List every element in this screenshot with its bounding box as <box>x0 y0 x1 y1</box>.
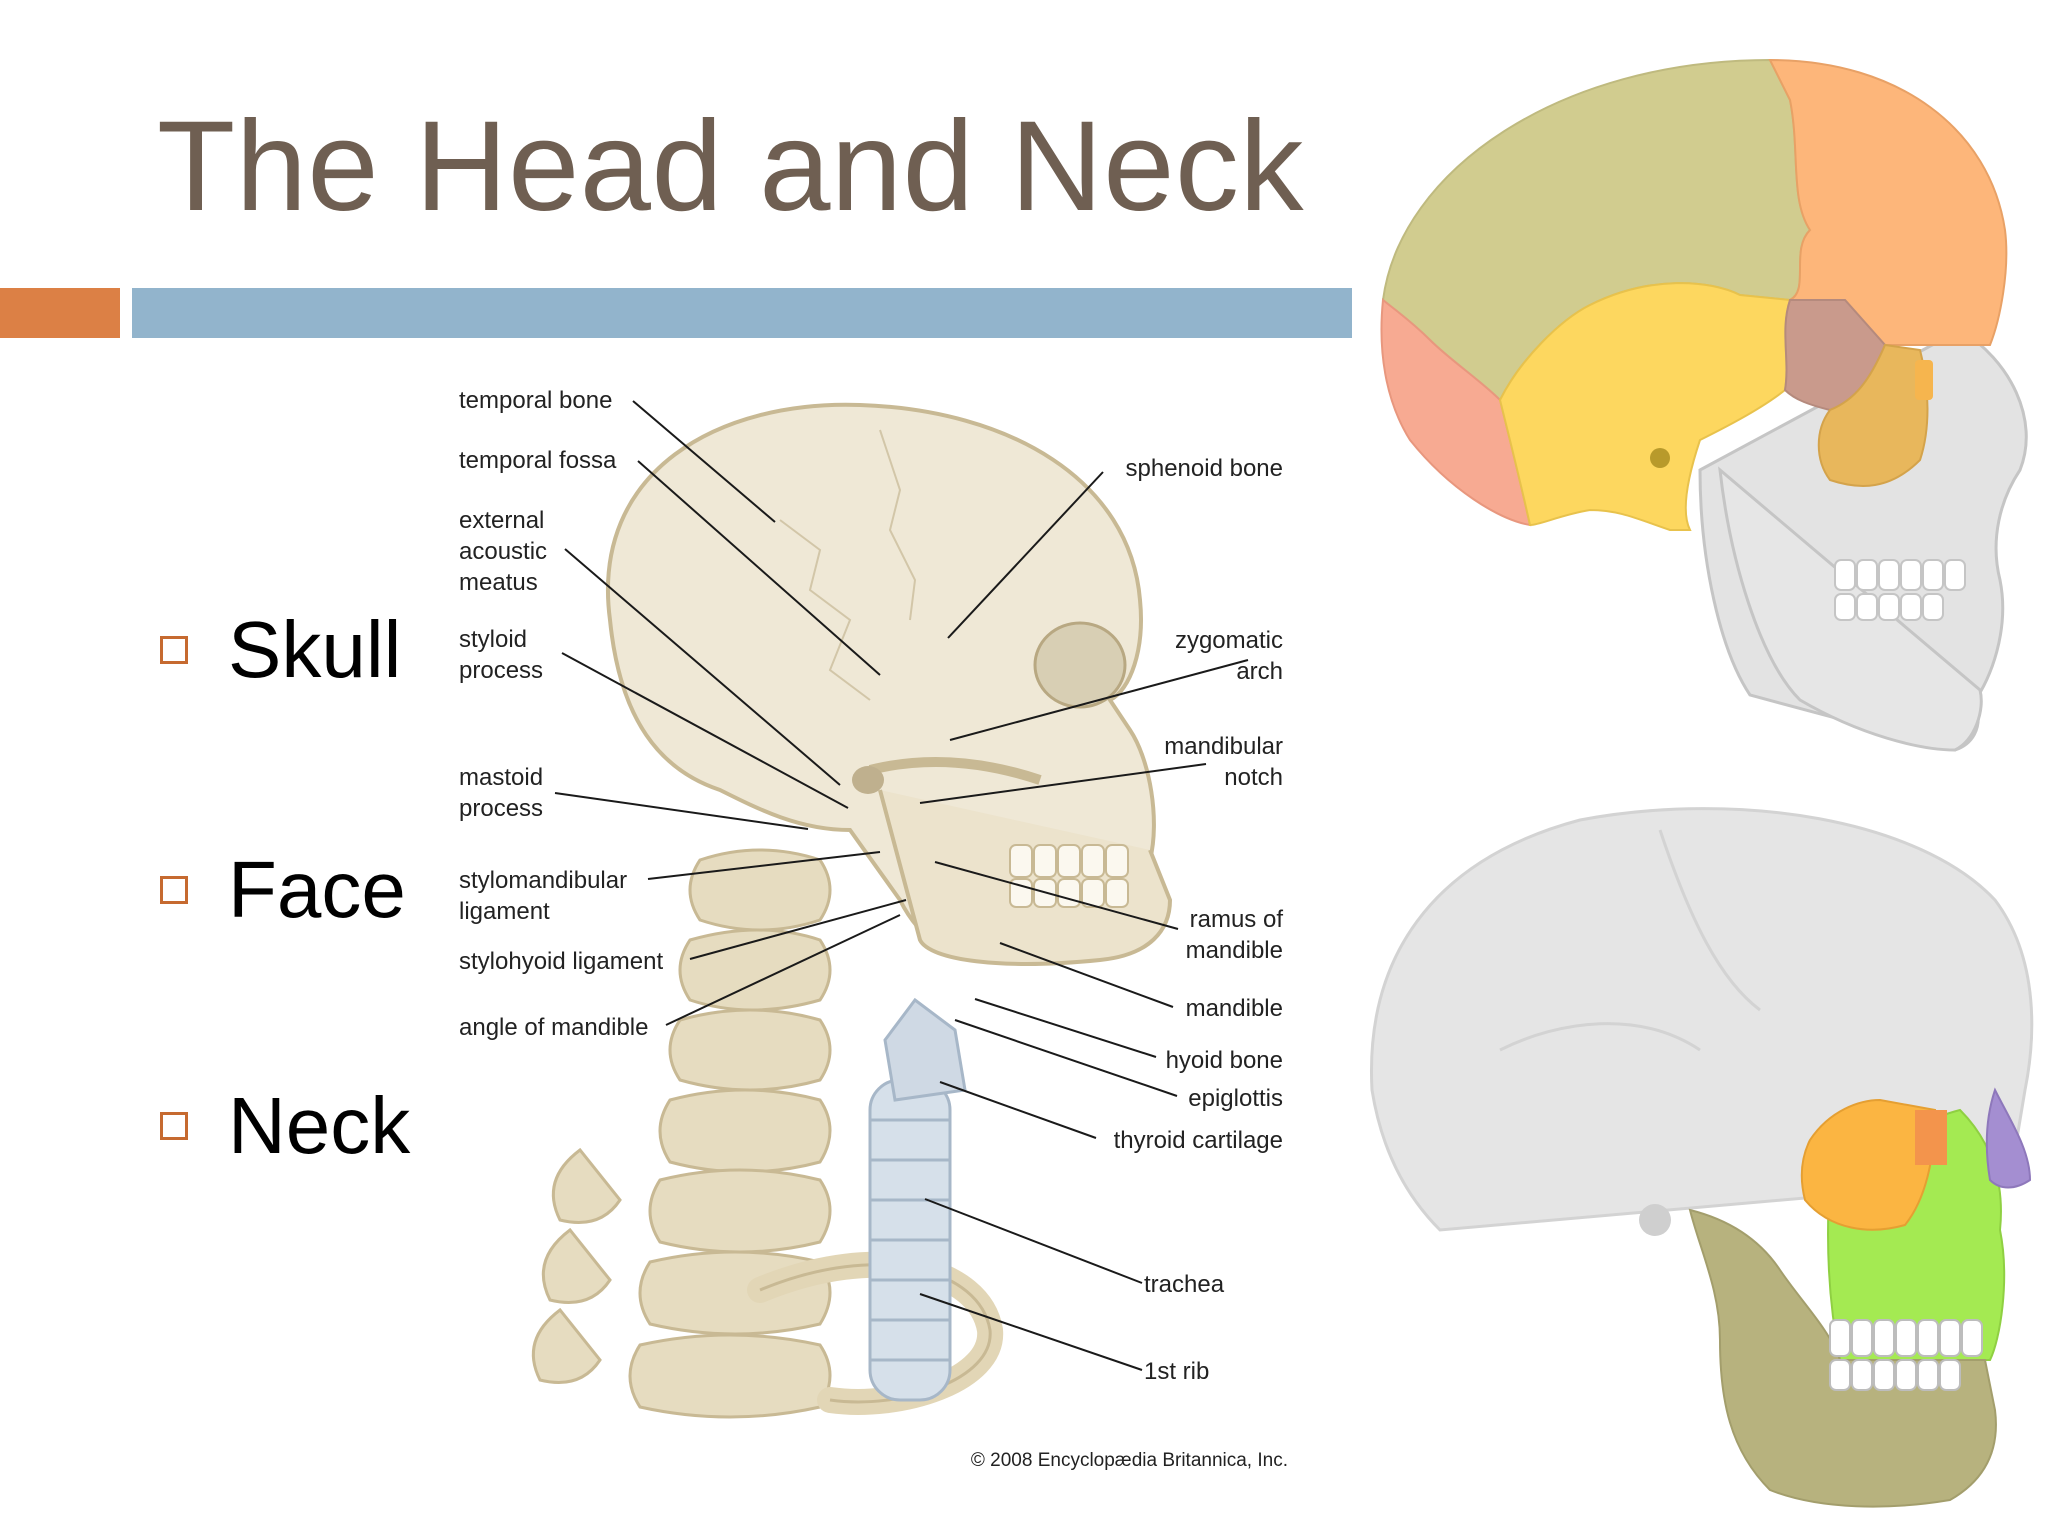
label-sphenoid-bone: sphenoid bone <box>1126 455 1283 482</box>
label-stylomandibular-ligament-2: ligament <box>459 898 550 925</box>
copyright-notice: © 2008 Encyclopædia Britannica, Inc. <box>971 1450 1288 1471</box>
label-styloid-process-2: process <box>459 657 543 684</box>
cranium-regions-diagram <box>1380 58 2028 752</box>
bullet-label: Skull <box>228 605 402 694</box>
bullet-square-icon <box>160 876 188 904</box>
label-thyroid-cartilage: thyroid cartilage <box>1114 1127 1283 1154</box>
label-external-acoustic-meatus-1: external <box>459 507 544 534</box>
label-hyoid-bone: hyoid bone <box>1166 1047 1283 1074</box>
label-external-acoustic-meatus-2: acoustic <box>459 538 547 565</box>
label-ramus-of-mandible-2: mandible <box>1186 937 1283 964</box>
label-mastoid-process-2: process <box>459 795 543 822</box>
facial-bones-diagram <box>1369 807 2034 1508</box>
accent-bar-blue <box>132 288 1352 338</box>
bullet-square-icon <box>160 636 188 664</box>
skull-neck-illustration <box>440 370 1340 1480</box>
label-trachea: trachea <box>1144 1271 1225 1298</box>
label-temporal-bone: temporal bone <box>459 387 612 414</box>
bullet-item-skull: Skull <box>160 605 401 695</box>
label-styloid-process-1: styloid <box>459 626 527 653</box>
label-mandibular-notch-2: notch <box>1224 764 1283 791</box>
label-zygomatic-arch-1: zygomatic <box>1175 627 1283 654</box>
label-temporal-fossa: temporal fossa <box>459 447 617 474</box>
label-ramus-of-mandible-1: ramus of <box>1190 906 1284 933</box>
label-stylomandibular-ligament-1: stylomandibular <box>459 867 627 894</box>
label-1st-rib: 1st rib <box>1144 1358 1209 1385</box>
label-mandible: mandible <box>1186 995 1283 1022</box>
label-mastoid-process-1: mastoid <box>459 764 543 791</box>
label-mandibular-notch-1: mandibular <box>1164 733 1283 760</box>
label-leader-lines <box>554 400 1249 1371</box>
bullet-label: Face <box>228 845 406 934</box>
bullet-label: Neck <box>228 1081 411 1170</box>
right-labels: sphenoid bone zygomatic arch mandibular … <box>971 455 1288 1471</box>
bullet-item-face: Face <box>160 845 406 935</box>
label-external-acoustic-meatus-3: meatus <box>459 569 538 596</box>
label-epiglottis: epiglottis <box>1188 1085 1283 1112</box>
label-stylohyoid-ligament: stylohyoid ligament <box>459 948 663 975</box>
label-angle-of-mandible: angle of mandible <box>459 1014 648 1041</box>
accent-bar-orange <box>0 288 120 338</box>
bullet-item-neck: Neck <box>160 1081 410 1171</box>
label-zygomatic-arch-2: arch <box>1236 658 1283 685</box>
bullet-square-icon <box>160 1112 188 1140</box>
slide-title: The Head and Neck <box>157 95 1304 238</box>
left-labels: temporal bone temporal fossa external ac… <box>459 387 663 1041</box>
